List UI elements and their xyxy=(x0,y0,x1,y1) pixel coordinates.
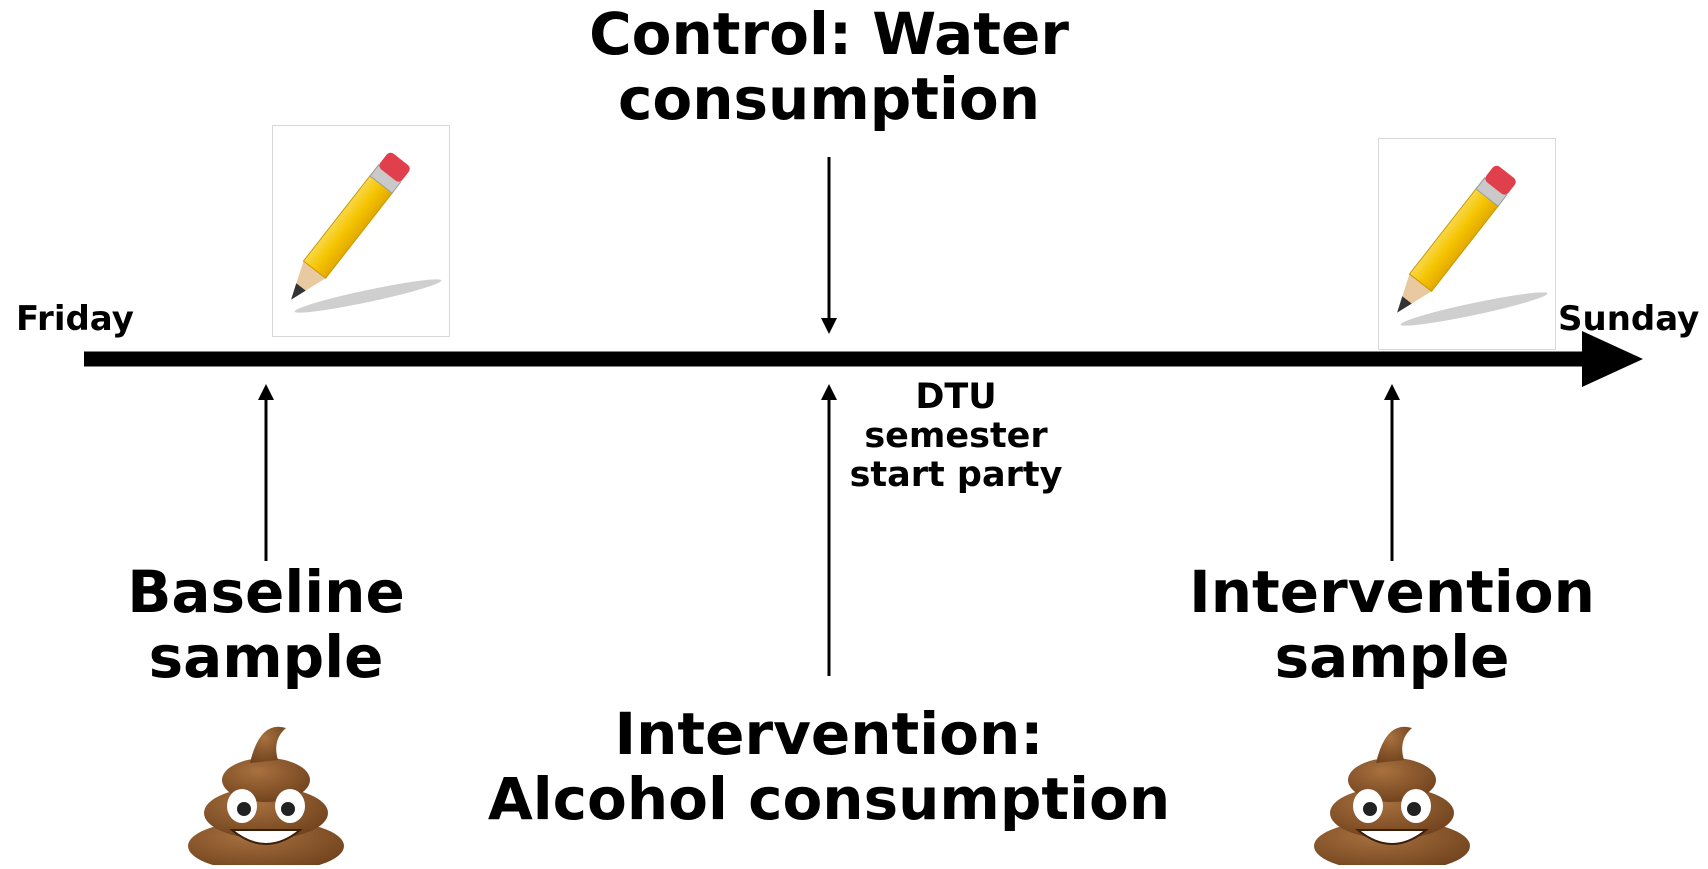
start-day-label: Friday xyxy=(16,299,134,339)
intervention-label-line-2: Alcohol consumption xyxy=(487,764,1171,833)
control-arrow xyxy=(821,157,837,334)
event-label-line-2: semester xyxy=(864,416,1048,457)
intervention-pencil-icon-box xyxy=(1378,138,1556,350)
baseline-label-line-2: sample xyxy=(148,622,384,691)
timeline-axis xyxy=(84,331,1643,387)
pencil-icon xyxy=(291,152,442,313)
intervention-label-line-1: Intervention: xyxy=(614,700,1044,768)
event-label: DTU semester start party xyxy=(826,377,1086,496)
baseline-arrow xyxy=(258,384,274,561)
intervention-stool-icon xyxy=(1312,718,1472,869)
event-label-line-1: DTU xyxy=(915,377,997,417)
intervention-sample-arrow xyxy=(1384,384,1400,561)
baseline-sample-label: Baseline sample xyxy=(96,560,436,690)
control-label-line-2: consumption xyxy=(617,64,1041,133)
intervention-arrow xyxy=(821,384,837,676)
baseline-label-line-1: Baseline xyxy=(127,558,405,626)
intervention-sample-label-line-1: Intervention xyxy=(1189,558,1595,626)
intervention-sample-label-line-2: sample xyxy=(1274,622,1510,691)
control-label-line-1: Control: Water xyxy=(589,0,1069,68)
baseline-stool-icon xyxy=(186,718,346,869)
control-label: Control: Water consumption xyxy=(529,2,1129,132)
end-day-label: Sunday xyxy=(1558,299,1700,339)
intervention-sample-label: Intervention sample xyxy=(1172,560,1612,690)
event-label-line-3: start party xyxy=(849,455,1063,496)
intervention-label: Intervention: Alcohol consumption xyxy=(479,702,1179,832)
pencil-icon xyxy=(1397,165,1548,326)
baseline-pencil-icon-box xyxy=(272,125,450,337)
